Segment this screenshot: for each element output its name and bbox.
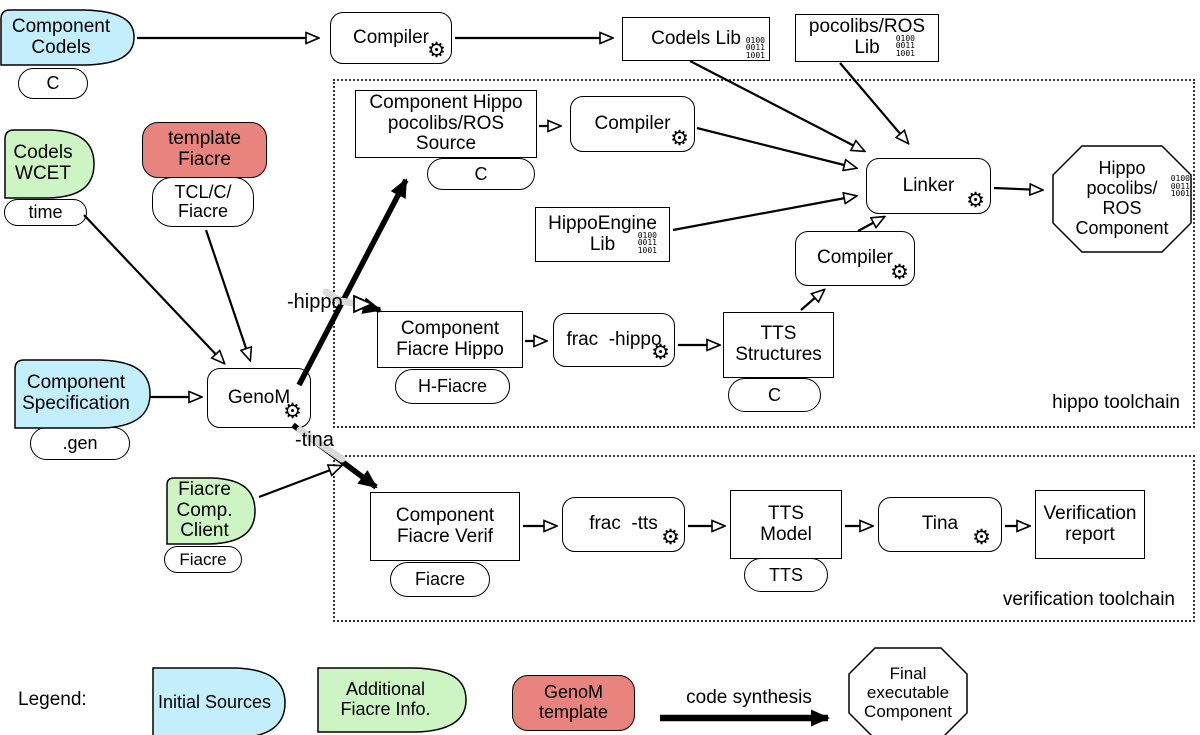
binary-digits: 0100 0011 1001 (1170, 174, 1190, 198)
hippo-flag-label: -hippo (287, 291, 343, 313)
hippo-source-tag: C (427, 158, 535, 190)
codels-lib-label: Codels Lib (651, 27, 741, 49)
fiacre-hippo-label: Component Fiacre Hippo (396, 317, 504, 360)
gear-icon: ⚙ (651, 340, 670, 364)
compiler3-label: Compiler (816, 247, 894, 269)
template-fiacre-label: template Fiacre (168, 128, 241, 170)
tts-structures-tag: C (728, 378, 821, 412)
legend-code-synthesis-label: code synthesis (686, 687, 812, 708)
linker-label: Linker (902, 174, 955, 196)
component-codels-label: Component Codels (11, 15, 111, 58)
legend-final-component: Final executable Component (848, 647, 968, 735)
legend-additional-fiacre: Additional Fiacre Info. (317, 667, 468, 733)
tina-flag-label: -tina (295, 429, 334, 451)
hippo-source-node: Component Hippo pocolibs/ROS Source (355, 90, 537, 158)
component-spec-node: Component Specification (14, 359, 152, 429)
legend-initial-sources-label: Initial Sources (157, 692, 272, 713)
pocolibs-lib-node: pocolibs/ROS Lib 0100 0011 1001 (795, 14, 939, 62)
legend-final-component-label: Final executable Component (864, 664, 952, 721)
frac-hippo-label: frac -hippo (566, 328, 662, 350)
compiler3-node: Compiler ⚙ (795, 231, 915, 286)
fiacre-verif-label: Component Fiacre Verif (395, 504, 495, 547)
d-shape (152, 667, 286, 735)
frac-hippo-node: frac -hippo ⚙ (553, 313, 675, 367)
codels-lib-node: Codels Lib 0100 0011 1001 (622, 17, 770, 61)
gear-icon: ⚙ (283, 399, 302, 423)
legend-title: Legend: (18, 689, 87, 710)
component-spec-label: Component Specification (22, 372, 130, 414)
tts-model-node: TTS Model (730, 490, 842, 559)
octagon-shape (848, 647, 968, 735)
fiacre-hippo-tag: H-Fiacre (395, 369, 510, 404)
pocolibs-lib-label: pocolibs/ROS Lib (808, 16, 926, 58)
tts-model-tag: TTS (744, 558, 828, 592)
codels-wcet-tag: time (4, 199, 87, 226)
d-shape (317, 667, 467, 733)
codels-wcet-label: Codels WCET (13, 142, 73, 184)
d-shape (14, 359, 151, 429)
compiler2-label: Compiler (594, 112, 671, 134)
frac-tts-node: frac -tts ⚙ (562, 497, 685, 552)
hippo-source-label: Component Hippo pocolibs/ROS Source (369, 91, 523, 155)
tts-model-label: TTS Model (760, 502, 812, 545)
gear-icon: ⚙ (427, 38, 446, 62)
compiler2-node: Compiler ⚙ (570, 96, 695, 152)
gear-icon: ⚙ (972, 525, 991, 549)
codels-wcet-node: Codels WCET (4, 129, 96, 199)
legend-initial-sources: Initial Sources (152, 667, 287, 735)
gear-icon: ⚙ (670, 126, 689, 150)
arrow-template-to-genom (204, 229, 250, 360)
verification-toolchain-region (333, 455, 1195, 622)
hippo-component-node: Hippo pocolibs/ ROS Component 0100 0011 … (1052, 145, 1192, 253)
fiacre-hippo-node: Component Fiacre Hippo (377, 311, 523, 368)
genom-label: GenoM (227, 386, 291, 408)
verification-report-node: Verification report (1035, 490, 1145, 559)
fiacre-client-label: Fiacre Comp. Client (176, 478, 233, 542)
genom-node: GenoM ⚙ (207, 368, 311, 428)
d-shape (4, 129, 95, 199)
hippoengine-lib-node: HippoEngine Lib 0100 0011 1001 (535, 207, 670, 262)
gear-icon: ⚙ (661, 525, 680, 549)
verification-toolchain-label: verification toolchain (1002, 589, 1175, 610)
fiacre-client-tag: Fiacre (164, 546, 242, 573)
d-shape (166, 477, 256, 545)
arrow-wcet-to-genom (83, 214, 224, 363)
hippo-toolchain-label: hippo toolchain (1052, 392, 1180, 413)
d-shape (0, 9, 135, 66)
legend-additional-fiacre-label: Additional Fiacre Info. (340, 679, 431, 719)
template-fiacre-tag: TCL/C/ Fiacre (152, 177, 254, 227)
template-fiacre-node: template Fiacre (142, 122, 267, 178)
tts-structures-node: TTS Structures (723, 312, 834, 378)
binary-digits: 0100 0011 1001 (745, 35, 765, 60)
binary-digits: 0100 0011 1001 (637, 230, 657, 255)
binary-digits: 0100 0011 1001 (895, 33, 915, 58)
verification-report-label: Verification report (1043, 502, 1137, 545)
component-codels-tag: C (18, 68, 88, 99)
tina-node: Tina ⚙ (878, 497, 1002, 552)
gear-icon: ⚙ (966, 188, 985, 212)
linker-node: Linker ⚙ (866, 158, 991, 214)
compiler1-node: Compiler ⚙ (330, 12, 452, 64)
legend-genom-template-label: GenoM template (538, 682, 609, 722)
compiler1-label: Compiler (352, 26, 430, 48)
legend-genom-template: GenoM template (512, 675, 635, 731)
fiacre-verif-tag: Fiacre (390, 562, 490, 597)
hippoengine-lib-label: HippoEngine Lib (548, 212, 657, 255)
fiacre-verif-node: Component Fiacre Verif (370, 492, 520, 561)
component-spec-tag: .gen (30, 427, 130, 460)
tina-label: Tina (921, 513, 959, 535)
gear-icon: ⚙ (890, 260, 909, 284)
hippo-component-label: Hippo pocolibs/ ROS Component (1075, 158, 1169, 238)
component-codels-node: Component Codels (0, 9, 136, 66)
fiacre-client-node: Fiacre Comp. Client (166, 477, 257, 545)
tts-structures-label: TTS Structures (735, 323, 822, 365)
octagon-shape (1052, 145, 1192, 253)
arrow-client-to-verifchain (258, 466, 341, 499)
frac-tts-label: frac -tts (589, 513, 658, 535)
